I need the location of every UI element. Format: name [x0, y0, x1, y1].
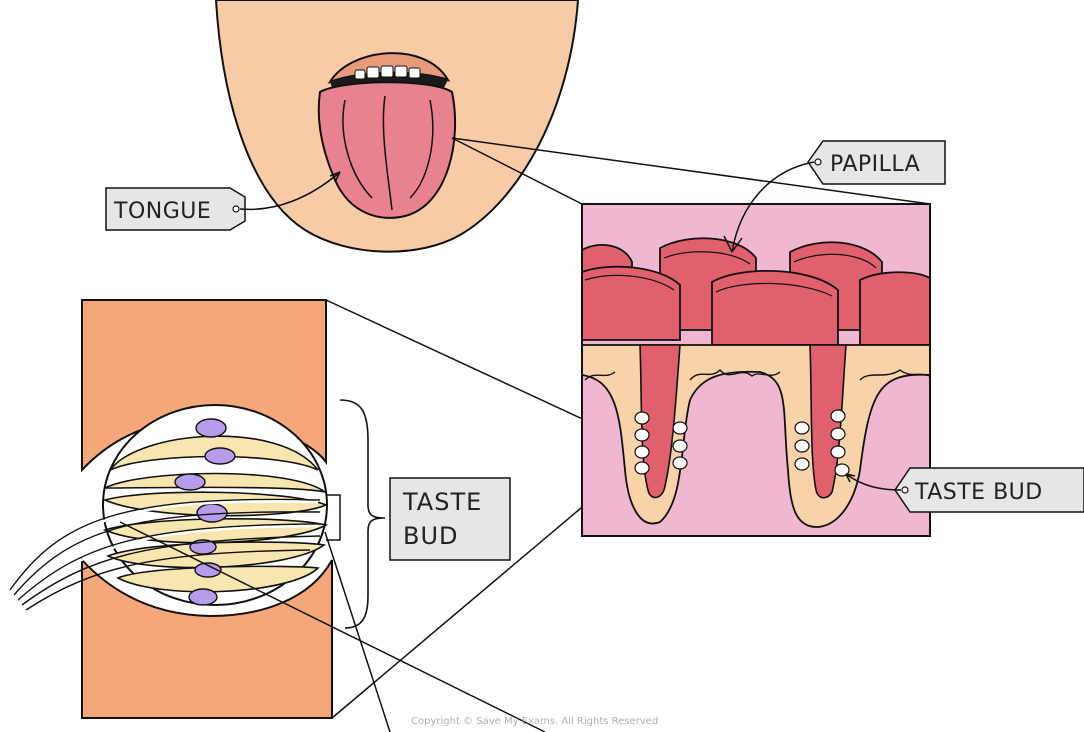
- tongue-label-text: TONGUE: [113, 199, 211, 224]
- copyright-text: Copyright © Save My Exams. All Rights Re…: [411, 716, 658, 727]
- taste-bud-left-label: TASTE BUD: [390, 478, 510, 560]
- papilla-label-text: PAPILLA: [830, 152, 920, 177]
- taste-bud-cross-section: [10, 300, 340, 718]
- taste-bud-brace: [340, 400, 385, 628]
- taste-bud-left-label-line2: BUD: [403, 522, 459, 550]
- taste-bud-left-label-line1: TASTE: [402, 488, 482, 516]
- taste-bud-right-label-text: TASTE BUD: [914, 480, 1043, 505]
- papilla-cross-section: [582, 204, 930, 536]
